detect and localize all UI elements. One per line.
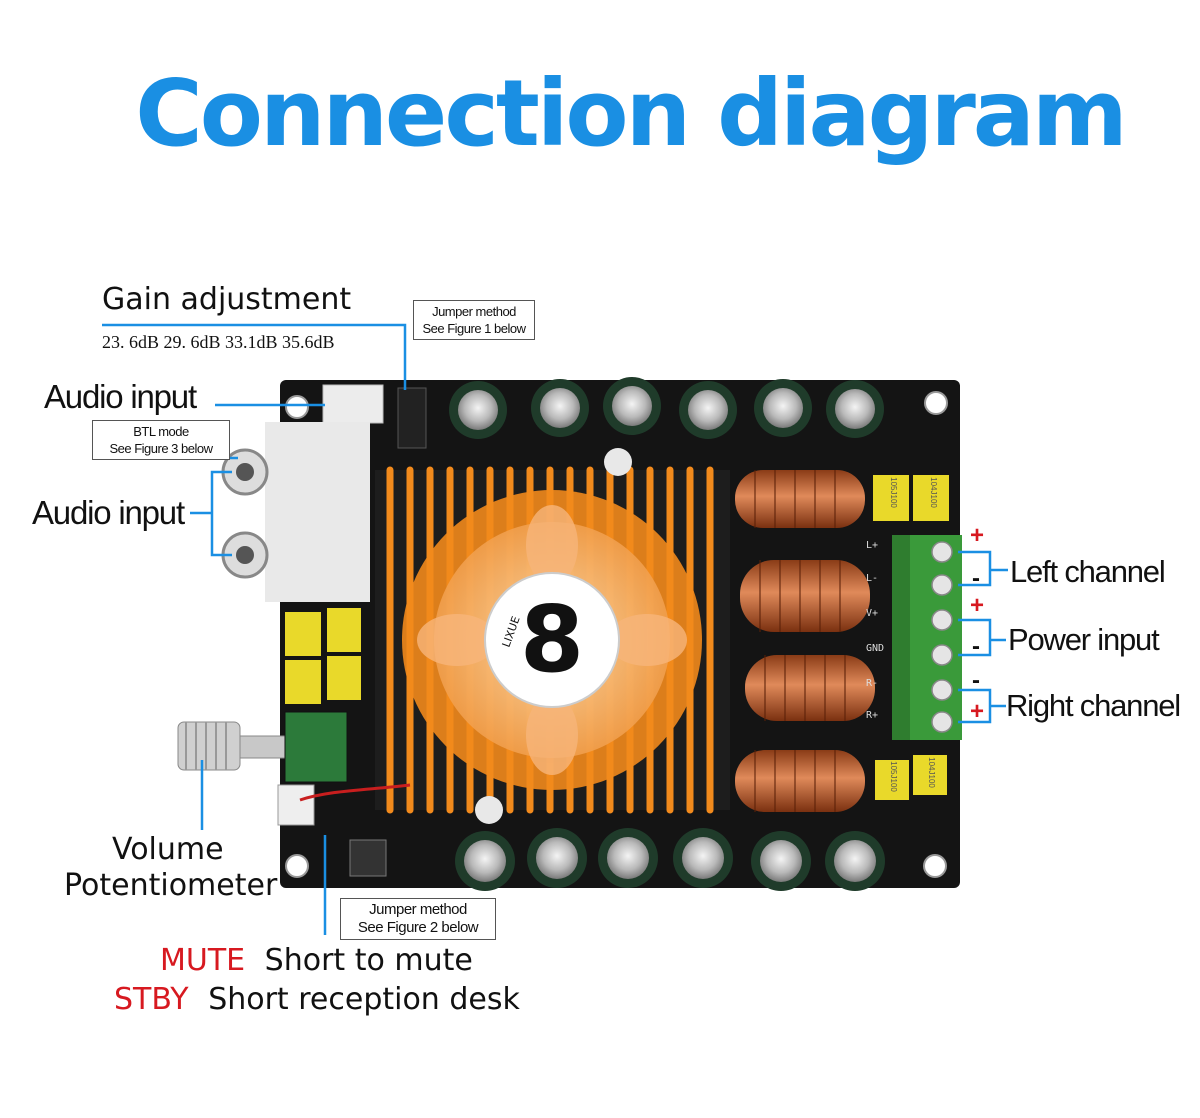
- capacitor-row-bottom: [455, 828, 885, 891]
- power-speaker-terminal: [892, 535, 962, 740]
- audio-input-top-label: Audio input: [44, 378, 197, 415]
- right-channel-label: Right channel: [1006, 688, 1181, 723]
- film-cap-mark: 105J100: [888, 761, 898, 792]
- volume-label-line2: Potentiometer: [64, 868, 278, 903]
- btl-mode-note: BTL mode See Figure 3 below: [92, 420, 230, 460]
- power-input-label: Power input: [1008, 622, 1160, 657]
- mount-hole: [923, 854, 947, 878]
- terminal-label: L-: [866, 573, 879, 584]
- film-cap-mark: 104J100: [928, 477, 938, 508]
- terminal-labels: L+ L- V+ GND R- R+: [866, 540, 886, 730]
- audio-input-rca-label: Audio input: [32, 494, 185, 531]
- mute-stby-header: [277, 784, 315, 826]
- polarity-mark: +: [970, 592, 985, 619]
- volume-label-line1: Volume: [112, 832, 224, 867]
- svg-text:8: 8: [520, 586, 584, 693]
- rca-sockets: [221, 422, 370, 602]
- btl-mode-line2: See Figure 3 below: [109, 441, 213, 456]
- film-cap-mark: 105J100: [888, 477, 898, 508]
- cooling-fan: 8 LIXUE: [417, 505, 687, 775]
- capacitor-row-top: [449, 377, 884, 439]
- polarity-mark: -: [972, 633, 980, 660]
- film-cap-mark: 104J100: [926, 757, 936, 788]
- polarity-mark: +: [970, 698, 985, 725]
- polarity-mark: -: [972, 667, 980, 694]
- stby-text: Short reception desk: [208, 982, 520, 1017]
- gain-jumper-note-line1: Jumper method: [432, 304, 516, 319]
- gain-adjustment-heading: Gain adjustment: [102, 282, 352, 317]
- polarity-mark: -: [972, 565, 980, 592]
- btl-mode-line1: BTL mode: [133, 424, 189, 439]
- mute-jumper-note-line2: See Figure 2 below: [357, 919, 479, 936]
- audio-input-header: [322, 384, 384, 424]
- mute-row: MUTE Short to mute: [160, 943, 473, 978]
- polarity-mark: +: [970, 522, 985, 549]
- mount-hole: [285, 854, 309, 878]
- page-title: Connection diagram: [135, 60, 1128, 167]
- terminal-label: V+: [866, 608, 879, 619]
- mount-hole: [285, 395, 309, 419]
- gain-jumper-note: Jumper method See Figure 1 below: [413, 300, 535, 340]
- push-button: [349, 839, 387, 877]
- mute-text: Short to mute: [264, 943, 473, 978]
- leader-lines: [102, 323, 1008, 935]
- inductor-coils: [735, 470, 875, 812]
- mount-hole: [924, 391, 948, 415]
- terminal-label: R-: [866, 678, 879, 689]
- terminal-label: L+: [866, 540, 879, 551]
- left-channel-label: Left channel: [1010, 554, 1166, 589]
- gain-jumper-note-line2: See Figure 1 below: [422, 321, 526, 336]
- mute-jumper-note: Jumper method See Figure 2 below: [340, 898, 496, 940]
- film-capacitors: [285, 475, 949, 800]
- terminal-label: GND: [866, 643, 885, 654]
- mute-jumper-note-line1: Jumper method: [369, 901, 467, 918]
- stby-key: STBY: [114, 982, 189, 1017]
- gain-values: 23. 6dB 29. 6dB 33.1dB 35.6dB: [102, 332, 335, 352]
- terminal-label: R+: [866, 710, 879, 721]
- stby-row: STBY Short reception desk: [114, 982, 520, 1017]
- gain-jumper-pins: [397, 387, 427, 449]
- volume-potentiometer: [177, 711, 348, 783]
- mute-key: MUTE: [160, 943, 246, 978]
